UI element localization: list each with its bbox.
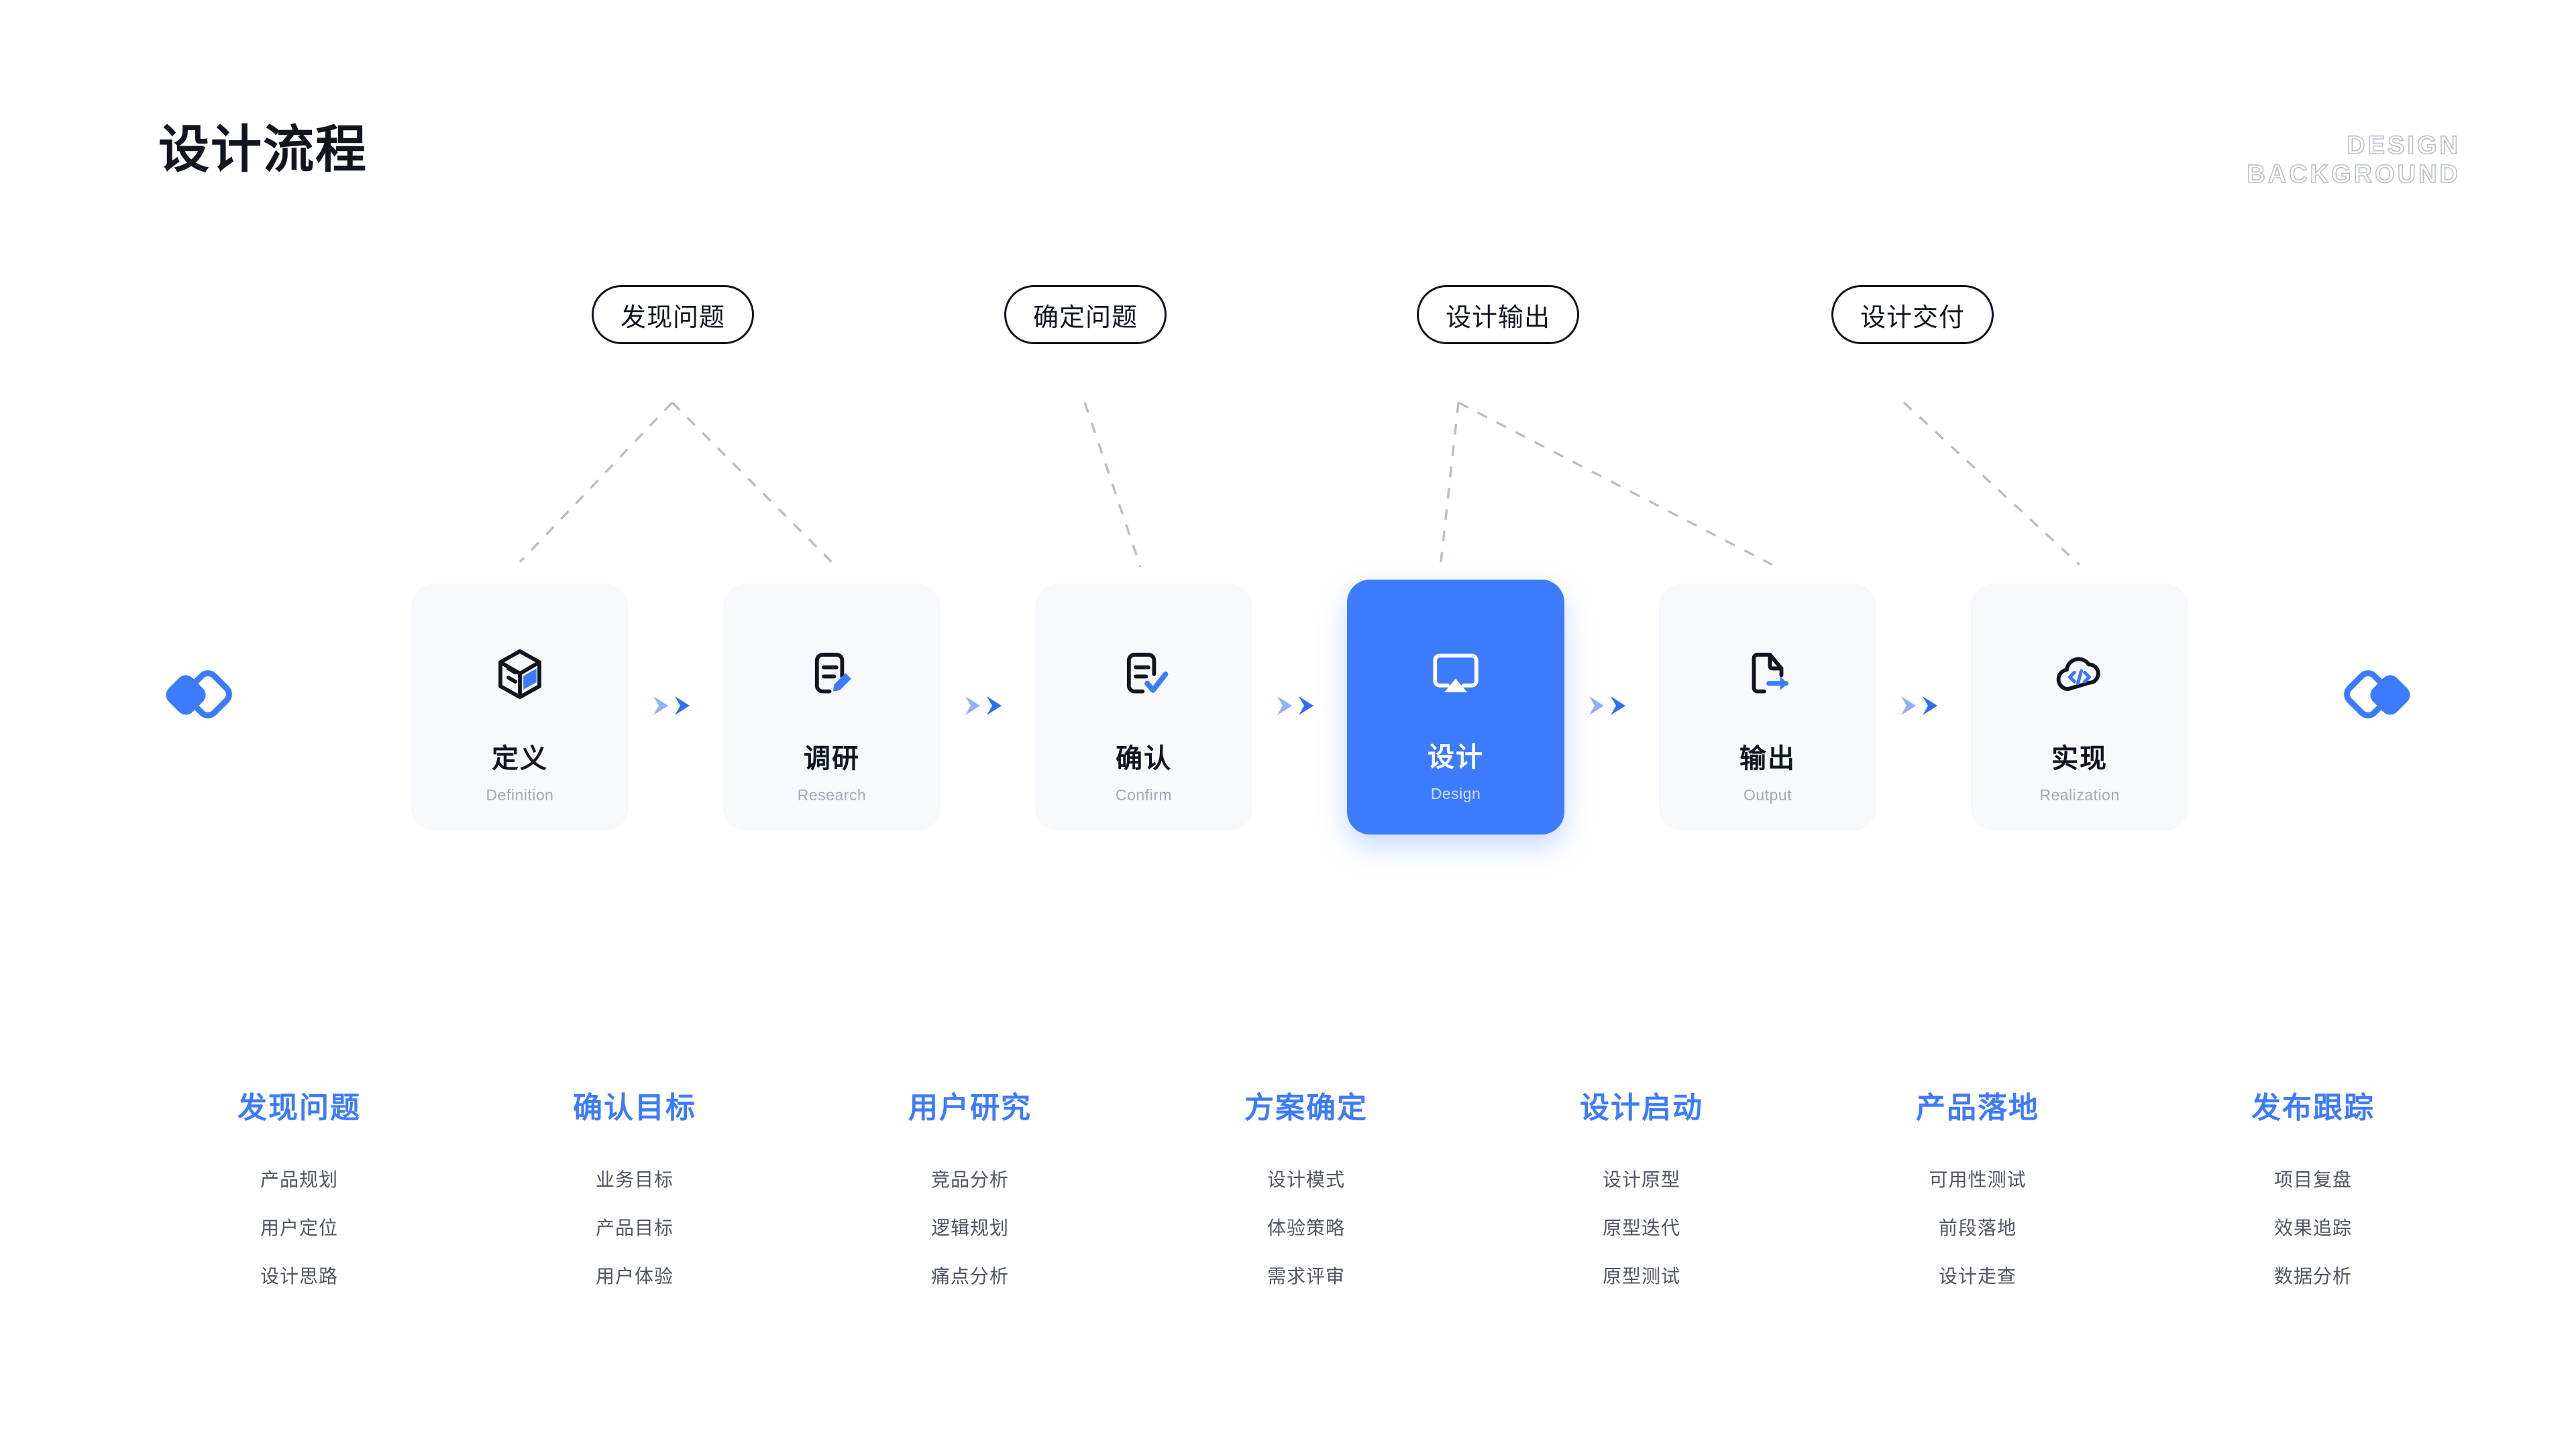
phase-pill-design-output[interactable]: 设计输出 [1417,285,1580,344]
phase-pill-define-problem[interactable]: 确定问题 [1004,285,1167,344]
detail-column-list: 业务目标 产品目标 用户体验 [514,1165,755,1289]
double-chevron-right-icon [653,696,690,715]
step-card-confirm[interactable]: 确认 Confirm [1035,584,1252,830]
step-title: 定义 [492,744,548,773]
step-separator-1 [652,694,696,717]
detail-column-heading: 用户研究 [908,1091,1032,1124]
detail-item: 设计原型 [1602,1169,1680,1190]
step-subtitle: Research [797,786,867,804]
step-card-output[interactable]: 输出 Output [1659,584,1876,830]
phase-pill-discover[interactable]: 发现问题 [592,285,755,344]
cube-icon [491,645,549,703]
detail-column-heading: 设计启动 [1580,1091,1703,1124]
connector-pill3-right [1458,401,1773,566]
page-title: 设计流程 [158,121,368,178]
connector-pill2 [1083,402,1142,568]
detail-item: 业务目标 [595,1169,674,1190]
step-separator-2 [964,694,1008,717]
cloud-code-icon [2051,645,2108,703]
detail-column-user-research: 用户研究 竞品分析 逻辑规划 痛点分析 [849,1083,1091,1289]
step-title: 输出 [1739,744,1796,773]
double-chevron-right-icon [965,696,1002,715]
detail-item: 设计思路 [260,1266,338,1287]
phase-pill-design-delivery[interactable]: 设计交付 [1831,285,1994,344]
detail-column-list: 竞品分析 逻辑规划 痛点分析 [849,1165,1091,1289]
detail-column-discover: 发现问题 产品规划 用户定位 设计思路 [178,1083,420,1289]
detail-column-heading: 产品落地 [1916,1091,2039,1124]
detail-item: 产品规划 [260,1169,338,1190]
detail-item: 体验策略 [1267,1218,1345,1238]
connector-pill3-left [1440,402,1460,563]
detail-column-list: 可用性测试 前段落地 设计走查 [1857,1165,2098,1289]
decoration-right [2341,667,2415,733]
file-export-icon [1739,645,1796,703]
detail-item: 效果追踪 [2273,1218,2352,1238]
double-chevron-right-icon [1901,696,1937,715]
detail-column-heading: 发布跟踪 [2251,1091,2375,1124]
step-card-definition[interactable]: 定义 Definition [411,584,629,830]
detail-column-product-launch: 产品落地 可用性测试 前段落地 设计走查 [1857,1083,2098,1289]
detail-column-heading: 确认目标 [573,1091,696,1124]
detail-item: 数据分析 [2273,1266,2352,1287]
detail-item: 可用性测试 [1929,1169,2027,1190]
diamond-pair-icon [2344,670,2410,718]
detail-column-confirm-goal: 确认目标 业务目标 产品目标 用户体验 [514,1083,755,1289]
detail-item: 项目复盘 [2273,1169,2352,1190]
detail-column-release-tracking: 发布跟踪 项目复盘 效果追踪 数据分析 [2192,1083,2434,1289]
corner-wordmark-line2: BACKGROUND [2247,160,2461,189]
step-separator-4 [1588,694,1632,717]
connector-pill4 [1902,401,2081,566]
step-separator-3 [1276,694,1320,717]
document-pencil-icon [803,645,861,703]
detail-item: 前段落地 [1938,1218,2017,1238]
detail-column-list: 设计原型 原型迭代 原型测试 [1521,1165,1762,1289]
detail-column-design-kickoff: 设计启动 设计原型 原型迭代 原型测试 [1521,1083,1762,1289]
double-chevron-right-icon [1277,696,1313,715]
diamond-pair-icon [166,670,232,718]
detail-item: 原型测试 [1602,1266,1680,1287]
detail-column-list: 产品规划 用户定位 设计思路 [178,1165,420,1289]
step-title: 实现 [2051,744,2108,773]
connector-pill1-right [671,401,833,564]
step-separator-5 [1900,694,1944,717]
double-chevron-right-icon [1589,696,1625,715]
detail-item: 需求评审 [1267,1266,1345,1287]
document-check-icon [1115,645,1173,703]
detail-column-list: 设计模式 体验策略 需求评审 [1185,1165,1427,1289]
corner-wordmark-line1: DESIGN [2346,131,2461,160]
step-card-realization[interactable]: 实现 Realization [1971,584,2188,830]
detail-column-heading: 方案确定 [1244,1091,1368,1124]
step-card-design[interactable]: 设计 Design [1347,580,1564,835]
detail-column-list: 项目复盘 效果追踪 数据分析 [2192,1165,2434,1289]
step-title: 调研 [804,744,860,773]
corner-wordmark: DESIGN BACKGROUND [2247,131,2461,189]
detail-column-heading: 发现问题 [237,1091,361,1124]
step-subtitle: Confirm [1115,786,1172,804]
step-title: 确认 [1116,744,1172,773]
detail-item: 竞品分析 [930,1169,1009,1190]
airplay-monitor-icon [1427,644,1485,702]
decoration-left [161,667,235,733]
connector-pill1-left [519,401,674,564]
detail-item: 设计模式 [1267,1169,1345,1190]
step-subtitle: Design [1430,785,1481,802]
detail-item: 用户体验 [595,1266,674,1287]
step-subtitle: Definition [486,786,554,804]
detail-item: 产品目标 [595,1218,674,1238]
detail-item: 逻辑规划 [930,1218,1009,1238]
step-subtitle: Output [1743,786,1792,804]
step-card-research[interactable]: 调研 Research [723,584,941,830]
step-subtitle: Realization [2039,786,2120,804]
detail-item: 设计走查 [1938,1266,2017,1287]
detail-column-solution: 方案确定 设计模式 体验策略 需求评审 [1185,1083,1427,1289]
detail-item: 痛点分析 [930,1266,1009,1287]
step-title: 设计 [1428,743,1484,772]
detail-item: 原型迭代 [1602,1218,1680,1238]
detail-item: 用户定位 [260,1218,338,1238]
